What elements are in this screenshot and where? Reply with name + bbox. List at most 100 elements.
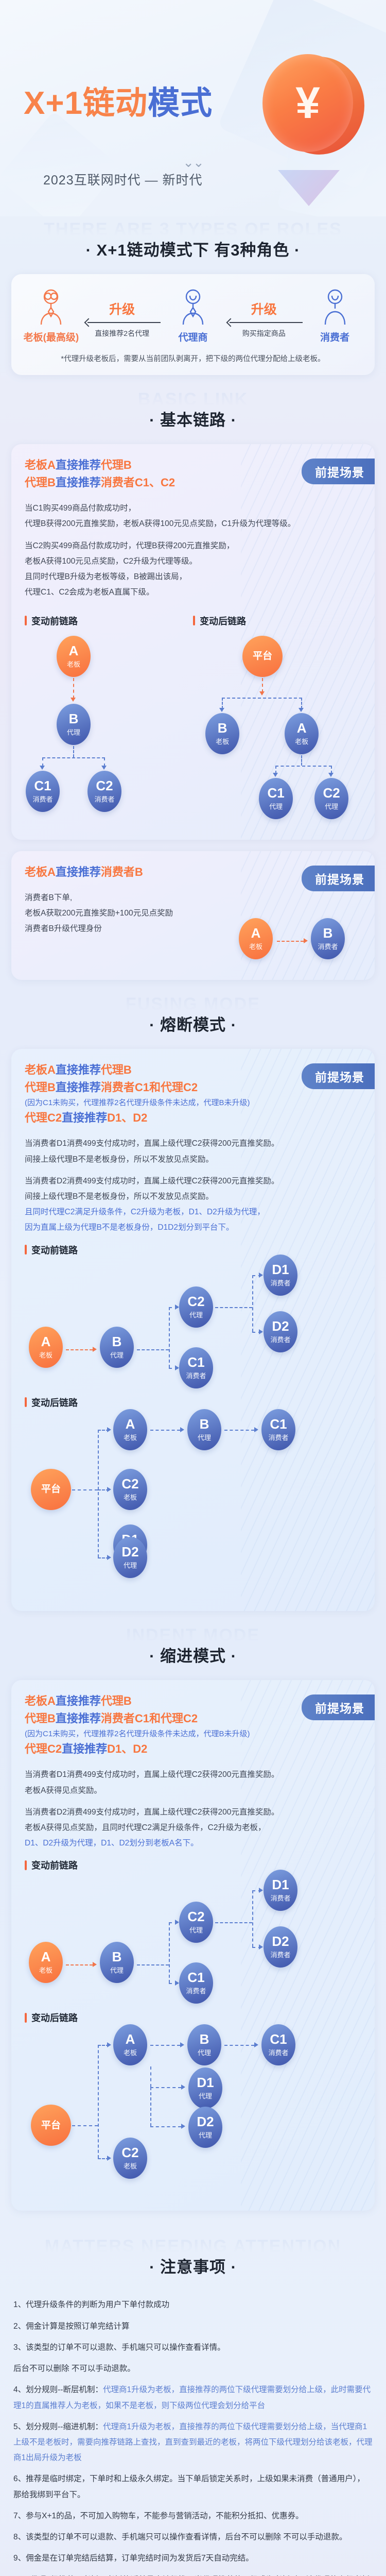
title-part-moshi: 模式 xyxy=(148,86,213,121)
node-C2: C2 代理 xyxy=(314,777,349,819)
premise-badge: 前提场景 xyxy=(302,1063,375,1089)
section-header-notes: MATTERS NEEDING ATTENTION · 注意事项 · xyxy=(0,2222,386,2294)
node-D2: D2 代理 xyxy=(188,2107,222,2148)
node-C1: C1 代理 xyxy=(259,777,293,819)
title-seg-b: 直接推荐 xyxy=(62,1111,108,1125)
node-B: B 老板 xyxy=(205,713,240,754)
section-en-title: MATTERS NEEDING ATTENTION xyxy=(44,2236,342,2257)
node-C2: C2 老板 xyxy=(113,1468,147,1510)
section-en-title: INDENT MODE xyxy=(126,1625,260,1645)
page-subtitle: 2023互联网时代 — 新时代 xyxy=(43,173,203,188)
premise-badge: 前提场景 xyxy=(302,865,375,891)
section-en-title: THERE ARE 3 TYPES OF ROLES xyxy=(44,219,342,239)
note-item: 9、佣金是在订单完结后结算，订单完结时间为发货后7天自动完结。 xyxy=(13,2554,254,2563)
hero-banner: X+1链动模式 2023互联网时代 — 新时代 ¥ ⌄⌄ xyxy=(0,0,386,216)
premise-title: 老板A直接推荐代理B 代理B直接推荐消费者C1、C2 xyxy=(25,456,361,492)
body-line: 老板A获得见点奖励，且同时代理C2满足升级条件，C2升级为老板， xyxy=(25,1823,266,1833)
title-seg-b: 直接推荐 xyxy=(55,1063,101,1076)
section-header-roles: THERE ARE 3 TYPES OF ROLES · X+1链动模式下 有3… xyxy=(0,216,386,274)
left-arrow-icon xyxy=(83,319,161,326)
agent-figure-icon xyxy=(162,287,224,326)
body-line: 代理B获得200元直推奖励，老板A获得100元见点奖励，C1升级为代理等级。 xyxy=(25,519,296,529)
consumer-figure-icon xyxy=(304,287,366,326)
indent-before-diagram: A 老板 B 代理 C2 代理 C1 消费者 xyxy=(25,1870,361,2004)
title-seg-c: 代理B xyxy=(100,459,132,471)
node-B: B 代理 xyxy=(100,1942,134,1984)
section-en-title: FUSING MODE xyxy=(126,994,260,1014)
body-line: 老板A获取200元直推奖励+100元见点奖励 xyxy=(25,908,173,918)
basic-link-card-2: 前提场景 老板A直接推荐消费者B 消费者B下单, 老板A获取200元直推奖励+1… xyxy=(11,851,375,980)
node-D2: D2 消费者 xyxy=(264,1926,297,1968)
premise-subnote: (因为C1未购买，代理推荐2名代理升级条件未达成，代理B未升级) xyxy=(25,1098,250,1107)
node-C2: C2 代理 xyxy=(179,1902,213,1943)
role-name: 老板(最高级) xyxy=(23,332,79,343)
indent-after-diagram: 平台 A 老板 B 代理 C1 消费者 D1 代理 xyxy=(25,2024,361,2197)
node-platform: 平台 xyxy=(31,2105,71,2146)
section-header-indent: INDENT MODE · 缩进模式 · xyxy=(0,1622,386,1680)
role-boss: 老板(最高级) xyxy=(20,287,82,344)
title-seg-b: 直接推荐 xyxy=(55,865,101,878)
body-line: 当消费者D1消费499支付成功时，直属上级代理C2获得200元直推奖励。 xyxy=(25,1139,279,1148)
after-link-label: 变动后链路 xyxy=(193,614,361,628)
role-consumer: 消费者 xyxy=(304,287,366,344)
title-seg-c: 消费者B xyxy=(100,865,143,878)
premise-title-3: 代理C2直接推荐D1、D2 xyxy=(25,1109,361,1127)
note-item: 3、该类型的订单不可以退款、手机端只可以操作查看详情。 xyxy=(13,2343,225,2352)
body-line: 间接上级代理B不是老板身份，所以不发放见点奖励。 xyxy=(25,1155,214,1164)
node-C2: C2 老板 xyxy=(113,2138,147,2179)
section-cn-title: · 熔断模式 · xyxy=(149,1015,237,1034)
title-part-liandong: 链动 xyxy=(83,86,148,121)
body-line: 消费者B升级代理身份 xyxy=(25,924,102,934)
node-C2: C2 消费者 xyxy=(87,770,121,812)
node-D1: D1 消费者 xyxy=(264,1870,297,1911)
body-line: D1、D2升级为代理，D1、D2划分到老板A名下。 xyxy=(25,1839,199,1848)
node-D1: D1 消费者 xyxy=(264,1254,297,1296)
node-C1: C1 消费者 xyxy=(179,1962,213,2004)
premise-title: 老板A直接推荐代理B 代理B直接推荐消费者C1和代理C2 xyxy=(25,1692,361,1727)
premise-title: 老板A直接推荐消费者B xyxy=(25,863,361,881)
section-header-basic-link: BASIC LINK · 基本链路 · xyxy=(0,386,386,444)
section-cn-title: · 注意事项 · xyxy=(149,2258,237,2277)
note-item: 1、代理升级条件的判断为用户下单付款成功 xyxy=(13,2300,170,2310)
section-header-fusing: FUSING MODE · 熔断模式 · xyxy=(0,991,386,1049)
title-seg-a: 代理C2 xyxy=(25,1742,62,1756)
indent-mode-card: 前提场景 老板A直接推荐代理B 代理B直接推荐消费者C1和代理C2 (因为C1未… xyxy=(11,1680,375,2211)
body-line: 当消费者D2消费499支付成功时，直属上级代理C2获得200元直推奖励。 xyxy=(25,1176,279,1185)
note-item: 7、参与X+1的品，不可加入购物车，不能参与营销活动，不能积分抵扣、优惠券。 xyxy=(13,2511,304,2520)
role-agent: 代理商 xyxy=(162,287,224,344)
after-link-diagram: 平台 B 老板 A 老板 xyxy=(193,631,361,819)
title-seg-b: 直接推荐 xyxy=(55,459,101,471)
node-A: A 老板 xyxy=(113,2024,147,2066)
node-C1: C1 消费者 xyxy=(179,1347,213,1388)
node-C1: C1 消费者 xyxy=(26,770,60,812)
title-seg-b: 直接推荐 xyxy=(55,1694,101,1707)
title-seg-b: 直接推荐 xyxy=(55,1711,101,1725)
fusing-mode-card: 前提场景 老板A直接推荐代理B 代理B直接推荐消费者C1和代理C2 (因为C1未… xyxy=(11,1048,375,1611)
title-part-xplus1: X+1 xyxy=(24,86,83,121)
fusing-before-diagram: A 老板 B 代理 C2 代理 C1 消费者 xyxy=(25,1254,361,1388)
body-line: 间接上级代理B不是老板身份，所以不发放见点奖励。 xyxy=(25,1192,214,1201)
role-name: 代理商 xyxy=(178,332,208,343)
body-line: 老板A获得100元见点奖励，C2升级为代理等级。 xyxy=(25,556,198,566)
upgrade-step-1: 升级 直接推荐2名代理 xyxy=(83,299,161,344)
title-seg-c: 代理B xyxy=(100,1694,132,1707)
upgrade-caption: 购买指定商品 xyxy=(242,329,286,337)
node-B: B 代理 xyxy=(187,2024,221,2066)
before-link-label: 变动前链路 xyxy=(25,1243,361,1257)
basic-link-2-diagram: A 老板 B 消费者 xyxy=(229,918,357,970)
title-seg-c: 消费者C1和代理C2 xyxy=(100,1711,198,1725)
boss-figure-icon xyxy=(20,287,82,326)
premise-body: 当消费者D1消费499支付成功时，直属上级代理C2获得200元直推奖励。 老板A… xyxy=(25,1767,361,1851)
title-seg-c: 消费者C1和代理C2 xyxy=(100,1080,198,1094)
title-seg-b: 直接推荐 xyxy=(55,1080,101,1094)
title-seg-c: 消费者C1、C2 xyxy=(100,476,176,489)
node-A: A 老板 xyxy=(29,1326,63,1368)
body-line: 消费者B下单, xyxy=(25,893,73,902)
note-item: 后台不可以删除 不可以手动退款。 xyxy=(13,2364,135,2374)
after-link-label: 变动后链路 xyxy=(25,2011,361,2024)
node-C1: C1 消费者 xyxy=(261,2024,295,2066)
note-item: 2、佣金计算是按照订单完结计算 xyxy=(13,2321,130,2331)
body-line: 且同时代理B升级为老板等级，B被踢出该局， xyxy=(25,572,187,582)
node-A: A 老板 xyxy=(57,635,91,677)
title-seg-a: 代理B xyxy=(25,1080,56,1094)
